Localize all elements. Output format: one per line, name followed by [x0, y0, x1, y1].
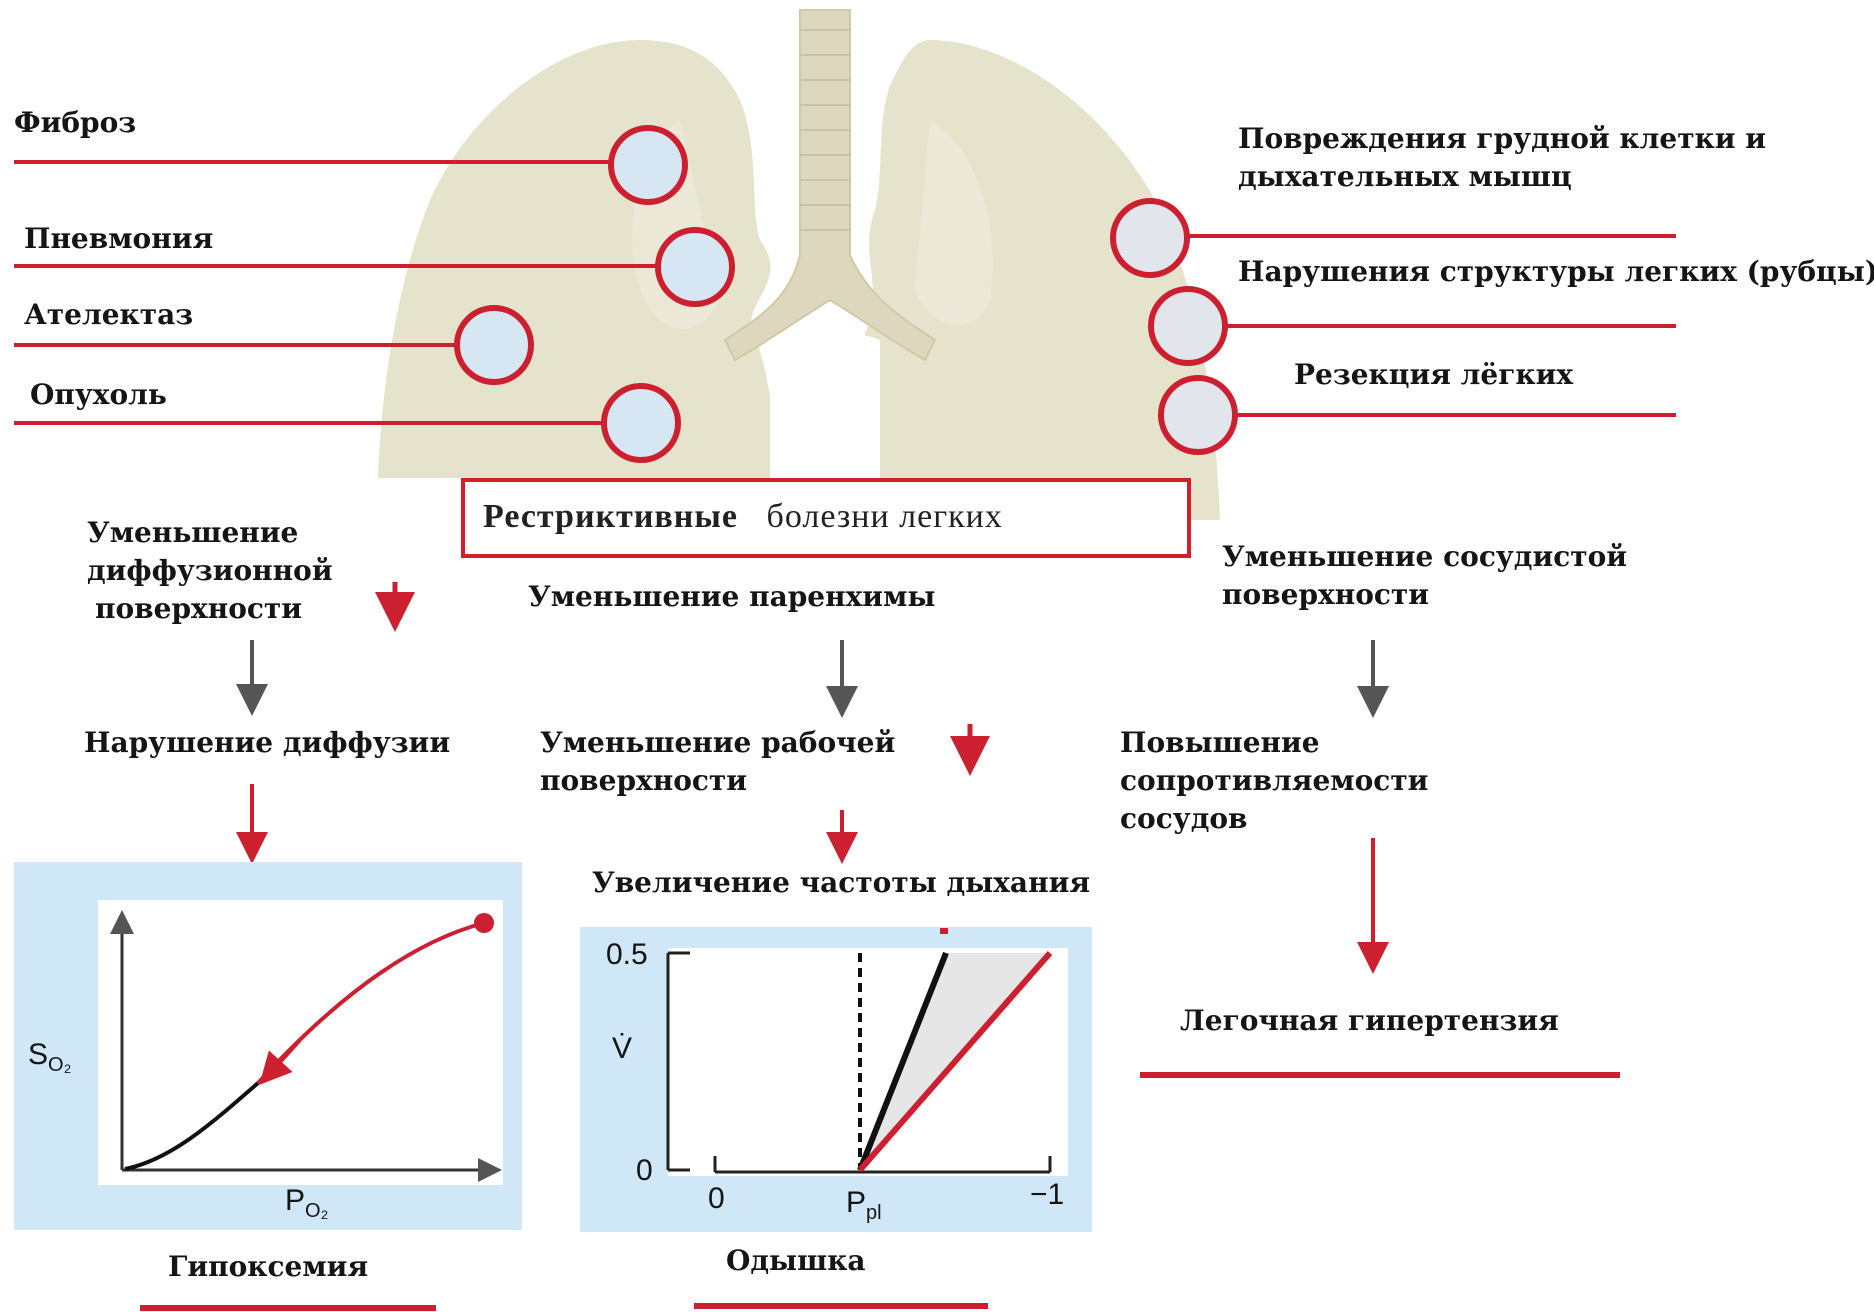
- cause-fibrosis: Фиброз: [14, 104, 136, 142]
- result-hypoxemia: Гипоксемия: [168, 1248, 368, 1286]
- left-step: Нарушение диффузии: [84, 724, 450, 762]
- graph-mid-ytick-top: 0.5: [606, 936, 648, 974]
- title-word1: Рестриктивные: [483, 498, 738, 535]
- result-pulmonary-hypertension: Легочная гипертензия: [1180, 1002, 1559, 1040]
- cause-chest-injury-line2: дыхательных мышц: [1238, 158, 1572, 196]
- graph-mid-ylabel: V̇: [612, 1030, 632, 1068]
- left-head-line3: поверхности: [95, 590, 302, 628]
- curve-endpoint: [474, 913, 494, 933]
- result-dyspnea: Одышка: [726, 1242, 866, 1280]
- title-word2: болезни легких: [767, 498, 1003, 535]
- graph-mid-xtick-left: 0: [708, 1180, 725, 1218]
- right-step-line1: Повышение: [1120, 724, 1320, 762]
- middle-head: Уменьшение паренхимы: [528, 578, 935, 616]
- graph-middle: [580, 927, 1092, 1232]
- cause-lung-structure: Нарушения структуры легких (рубцы): [1238, 253, 1874, 291]
- cause-atelectasis: Ателектаз: [24, 296, 193, 334]
- cause-tumor: Опухоль: [30, 376, 167, 414]
- graph-mid-xlabel-sub: pl: [866, 1202, 882, 1224]
- graph-left-ylabel: SO₂: [28, 1036, 71, 1084]
- right-step-line2: сопротивляемости: [1120, 762, 1428, 800]
- cause-pneumonia: Пневмония: [24, 220, 213, 258]
- middle-step-line2: поверхности: [540, 762, 747, 800]
- cause-lung-resection: Резекция лёгких: [1294, 356, 1573, 394]
- graph-mid-xlabel-main: P: [846, 1186, 866, 1219]
- right-head-line2: поверхности: [1222, 576, 1429, 614]
- graph-mid-xlabel: Ppl: [846, 1184, 882, 1232]
- graph-left-ylabel-sub: O₂: [48, 1054, 71, 1076]
- middle-step-line1: Уменьшение рабочей: [540, 724, 895, 762]
- title-box: Рестриктивные болезни легких: [461, 478, 1191, 558]
- graph-mid-ytick-bottom: 0: [636, 1152, 653, 1190]
- middle-step2: Увеличение частоты дыхания: [592, 864, 1090, 902]
- graph-left-xlabel-main: P: [285, 1184, 305, 1217]
- left-head-line2: диффузионной: [87, 552, 333, 590]
- graph-left: [14, 862, 522, 1230]
- left-head-line1: Уменьшение: [87, 514, 298, 552]
- cause-chest-injury-line1: Повреждения грудной клетки и: [1238, 120, 1766, 158]
- right-head-line1: Уменьшение сосудистой: [1222, 538, 1627, 576]
- graph-left-ylabel-main: S: [28, 1038, 48, 1071]
- graph-left-xlabel-sub: O₂: [305, 1200, 328, 1222]
- right-step-line3: сосудов: [1120, 800, 1248, 838]
- graph-left-xlabel: PO₂: [285, 1182, 328, 1230]
- graph-mid-xtick-right: −1: [1030, 1176, 1064, 1214]
- title-text: Рестриктивные болезни легких: [483, 498, 1003, 536]
